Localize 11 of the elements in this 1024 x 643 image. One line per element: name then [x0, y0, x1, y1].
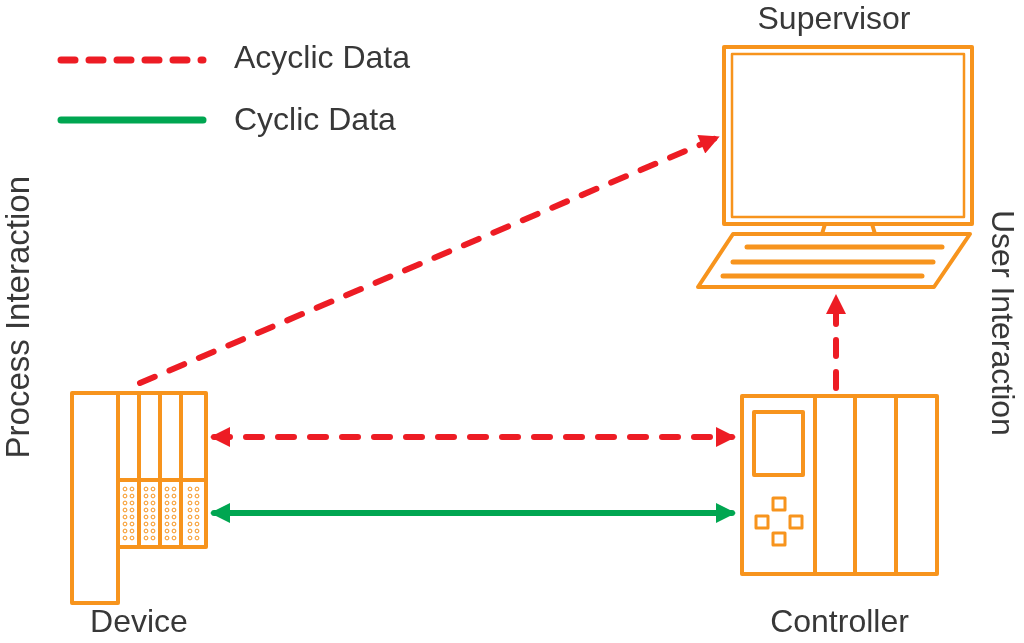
node-caption: Controller: [770, 603, 909, 639]
legend-label: Acyclic Data: [234, 39, 411, 75]
vertical-label: Process Interaction: [1, 176, 35, 459]
node-caption: Supervisor: [757, 0, 911, 36]
dashed-arrow: [826, 294, 846, 391]
dashed-arrow: [137, 135, 720, 386]
vertical-label: User Interaction: [986, 210, 1020, 436]
node-caption: Device: [90, 603, 188, 639]
double-headed-arrow: [210, 503, 736, 523]
legend-label: Cyclic Data: [234, 101, 396, 137]
double-headed-dashed-arrow: [210, 427, 736, 447]
